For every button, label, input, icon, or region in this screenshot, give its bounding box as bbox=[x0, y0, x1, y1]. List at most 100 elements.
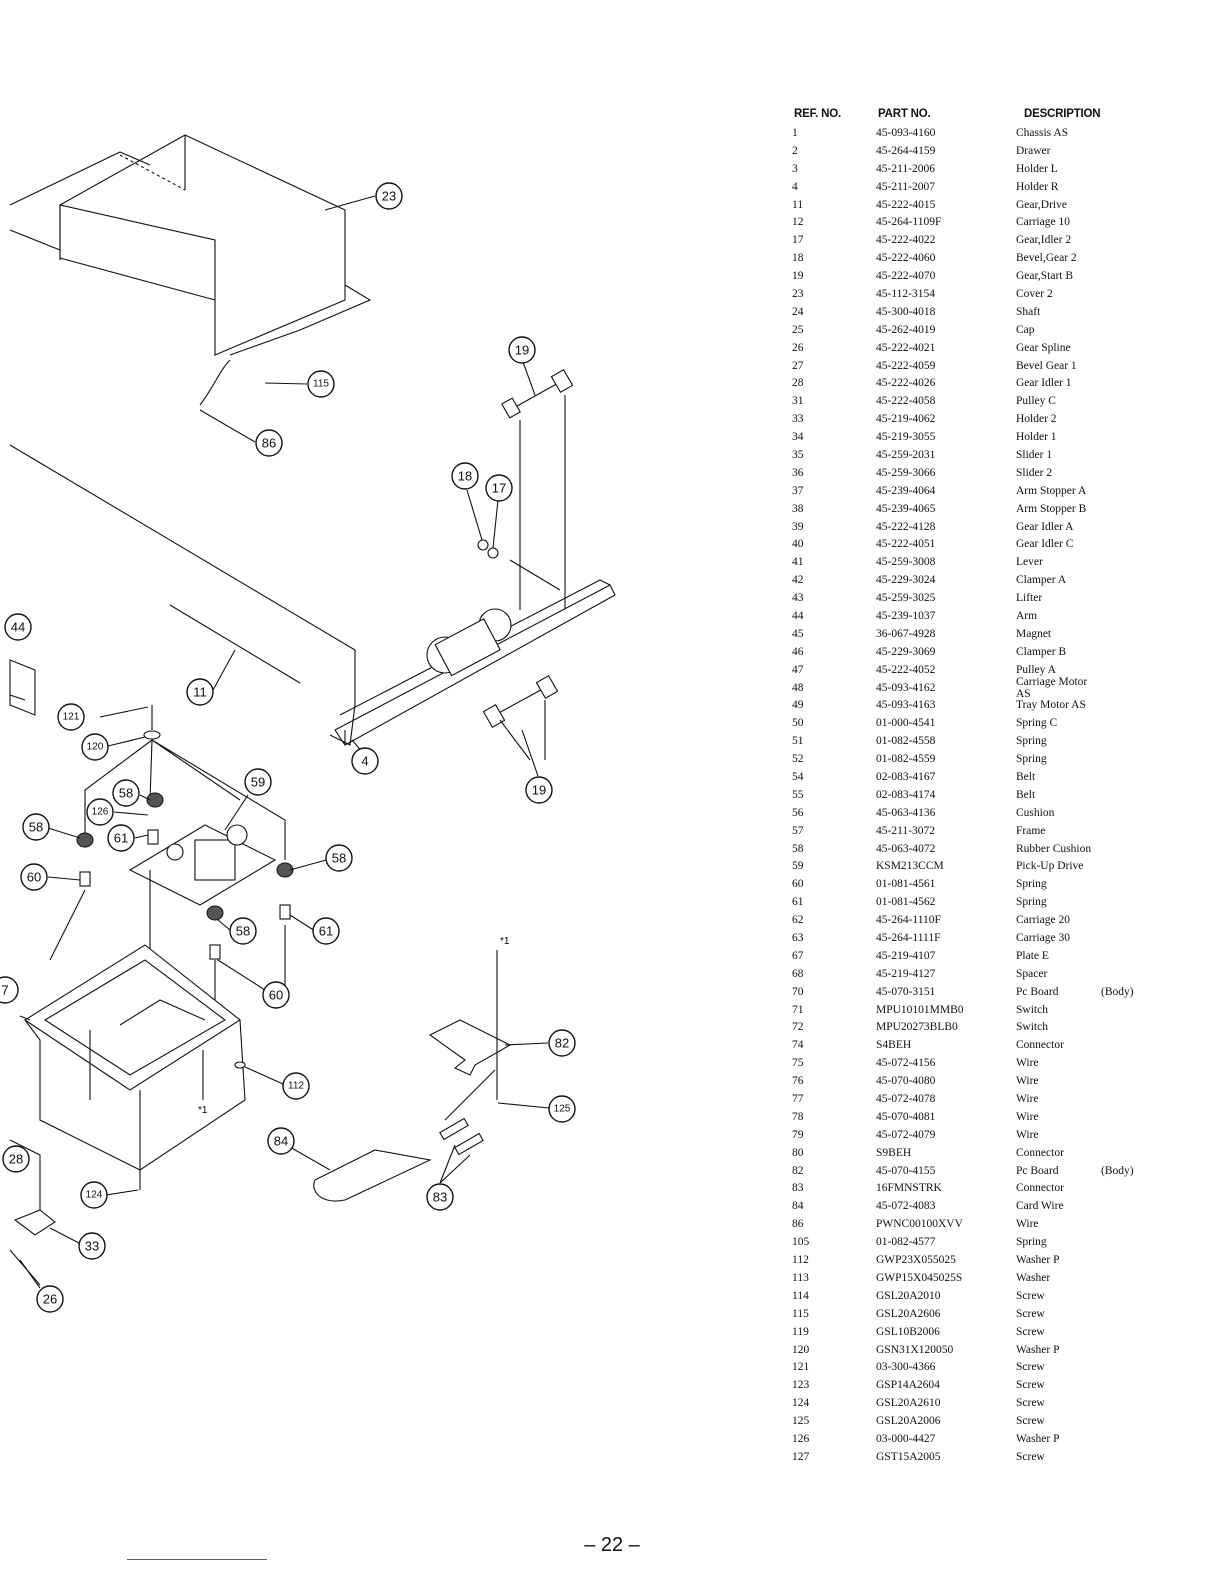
cell-description: Tray Motor AS bbox=[1016, 699, 1086, 712]
cell-ref-no: 76 bbox=[792, 1075, 804, 1088]
svg-text:84: 84 bbox=[274, 1134, 288, 1149]
cell-description: Gear,Start B bbox=[1016, 270, 1074, 283]
cell-part-no: 45-264-1111F bbox=[876, 932, 941, 945]
cell-ref-no: 79 bbox=[792, 1128, 804, 1141]
cell-description: Washer P bbox=[1016, 1343, 1060, 1356]
svg-text:4: 4 bbox=[361, 754, 368, 769]
cell-description: Plate E bbox=[1016, 949, 1049, 962]
cell-part-no: MPU10101MMB0 bbox=[876, 1003, 964, 1016]
cell-description: Carriage 30 bbox=[1016, 932, 1070, 945]
cell-part-no: 16FMNSTRK bbox=[876, 1182, 942, 1195]
cell-part-no: 45-211-2007 bbox=[876, 180, 935, 193]
cell-ref-no: 46 bbox=[792, 645, 804, 658]
cell-description: Magnet bbox=[1016, 627, 1052, 640]
cell-part-no: 45-222-4022 bbox=[876, 234, 936, 247]
cell-ref-no: 82 bbox=[792, 1164, 804, 1177]
cell-ref-no: 39 bbox=[792, 520, 804, 533]
svg-text:17: 17 bbox=[492, 481, 506, 496]
callout-33: 33 bbox=[78, 1232, 106, 1260]
cell-ref-no: 23 bbox=[792, 287, 804, 300]
cell-part-no: GWP15X045025S bbox=[876, 1271, 963, 1284]
cell-ref-no: 48 bbox=[792, 681, 804, 694]
callout-61b: 61 bbox=[312, 917, 340, 945]
cell-part-no: 45-300-4018 bbox=[876, 305, 936, 318]
callout-124: 124 bbox=[80, 1181, 108, 1209]
cell-part-no: 45-222-4052 bbox=[876, 663, 936, 676]
callout-115: 115 bbox=[307, 370, 335, 398]
table-row: 48 45-093-4162 Carriage Motor AS bbox=[786, 675, 1206, 700]
callouts: 23 115 86 19 18 17 44 11 121 120 59 58 1… bbox=[0, 182, 576, 1313]
cell-description: Wire bbox=[1016, 1218, 1039, 1231]
cell-ref-no: 60 bbox=[792, 878, 804, 891]
cell-part-no: 45-229-3024 bbox=[876, 574, 936, 587]
cell-part-no: 45-239-1037 bbox=[876, 609, 936, 622]
callout-58a: 58 bbox=[112, 779, 140, 807]
cell-ref-no: 43 bbox=[792, 592, 804, 605]
cell-ref-no: 125 bbox=[792, 1415, 810, 1428]
gear-shaft-upper bbox=[501, 368, 574, 610]
cell-part-no: S4BEH bbox=[876, 1039, 912, 1052]
cell-ref-no: 115 bbox=[792, 1307, 809, 1320]
cell-ref-no: 24 bbox=[792, 305, 804, 318]
cell-description: Spring bbox=[1016, 896, 1047, 909]
cell-ref-no: 27 bbox=[792, 359, 804, 372]
svg-text:26: 26 bbox=[43, 1292, 57, 1307]
cell-part-no: 45-072-4078 bbox=[876, 1093, 936, 1106]
cell-description: Pulley C bbox=[1016, 395, 1056, 408]
cell-part-no: GSP14A2604 bbox=[876, 1379, 940, 1392]
cell-ref-no: 63 bbox=[792, 932, 804, 945]
cell-part-no: 45-070-4155 bbox=[876, 1164, 936, 1177]
cell-description: Carriage Motor AS bbox=[1016, 675, 1088, 700]
cell-description: Gear Spline bbox=[1016, 341, 1071, 354]
table-row: 63 45-264-1111F Carriage 30 bbox=[786, 929, 1206, 947]
cell-description: Washer bbox=[1016, 1271, 1051, 1284]
cell-description: Screw bbox=[1016, 1379, 1045, 1392]
cell-ref-no: 121 bbox=[792, 1361, 810, 1374]
cell-part-no: 45-093-4162 bbox=[876, 681, 936, 694]
cell-part-no: 45-063-4072 bbox=[876, 842, 936, 855]
cell-description: Switch bbox=[1016, 1003, 1048, 1016]
svg-text:61: 61 bbox=[319, 924, 333, 939]
cell-ref-no: 120 bbox=[792, 1343, 810, 1356]
cell-ref-no: 127 bbox=[792, 1450, 810, 1463]
cell-description: Gear Idler 1 bbox=[1016, 377, 1072, 390]
cell-ref-no: 3 bbox=[792, 162, 798, 175]
callout-4: 4 bbox=[351, 747, 379, 775]
callout-86: 86 bbox=[255, 429, 283, 457]
carriage-rail bbox=[329, 579, 616, 746]
svg-text:115: 115 bbox=[313, 379, 329, 390]
svg-text:19: 19 bbox=[515, 343, 529, 358]
callout-112: 112 bbox=[282, 1072, 310, 1100]
svg-text:19: 19 bbox=[532, 783, 546, 798]
cell-description: Lever bbox=[1016, 556, 1043, 569]
cell-ref-no: 34 bbox=[792, 431, 804, 444]
cell-ref-no: 35 bbox=[792, 448, 804, 461]
callout-82: 82 bbox=[548, 1029, 576, 1057]
cell-description: Spring C bbox=[1016, 717, 1058, 730]
